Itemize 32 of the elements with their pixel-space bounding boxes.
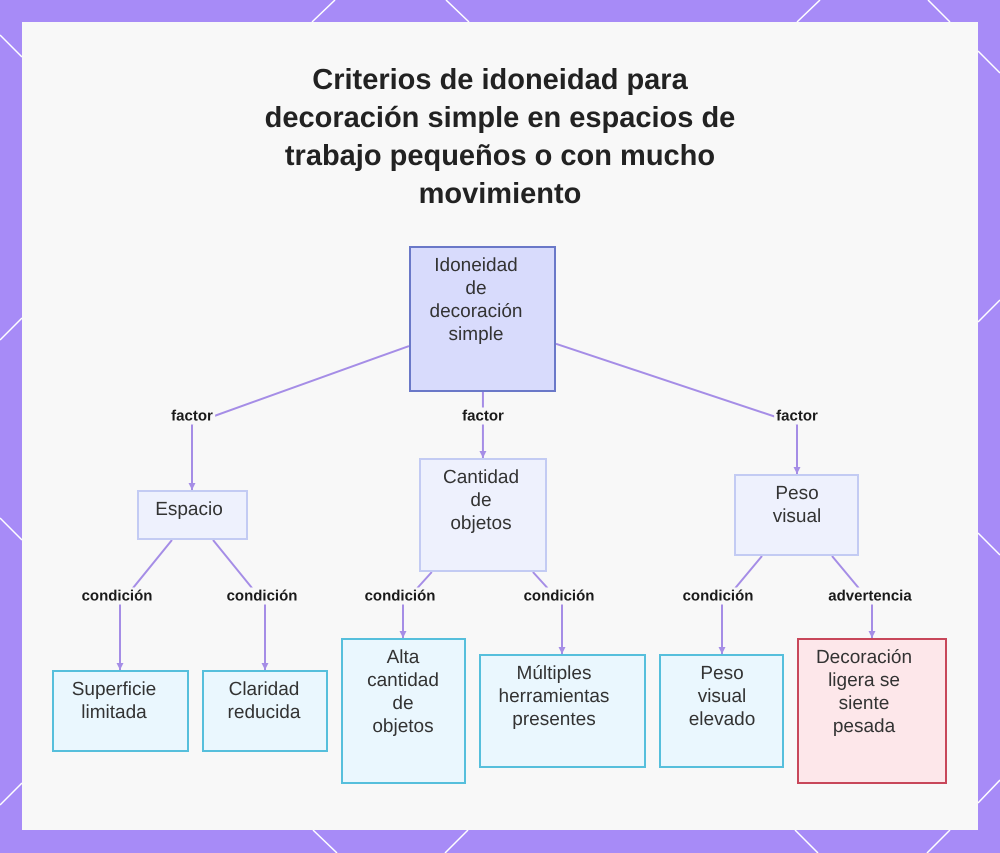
condition-box (659, 654, 784, 768)
connector-arrow (556, 342, 800, 474)
factor-box (419, 458, 547, 572)
factor-box (137, 490, 248, 540)
root-concept-box (409, 246, 556, 392)
condition-box (479, 654, 646, 768)
node-label: Alta cantidad de objetos (366, 646, 440, 738)
edge-label: advertencia (826, 588, 914, 604)
edge-label: factor (774, 408, 820, 424)
node-label: Múltiples herramientas presentes (498, 662, 610, 731)
connector-arrow (188, 345, 410, 490)
warning-box (797, 638, 947, 784)
condition-box (341, 638, 466, 784)
node-label: Cantidad de objetos (442, 466, 520, 535)
condition-box (52, 670, 189, 752)
node-label: Idoneidad de decoración simple (428, 254, 524, 346)
node-label: Claridad reducida (226, 678, 302, 724)
node-label: Peso visual (772, 482, 822, 528)
node-label: Decoración ligera se siente pesada (814, 646, 914, 738)
edge-label: factor (169, 408, 215, 424)
edge-label: factor (460, 408, 506, 424)
diagram-title: Criterios de idoneidad para decoración simple en espacios de trabajo pequeños o con mucho movimiento (264, 63, 736, 212)
edge-label: condición (224, 588, 300, 604)
edge-label: condición (522, 588, 596, 604)
edge-label: condición (80, 588, 154, 604)
edge-label: condición (680, 588, 756, 604)
factor-box (734, 474, 859, 556)
node-label: Superficie limitada (70, 678, 158, 724)
node-label: Peso visual elevado (688, 662, 756, 731)
edge-label: condición (362, 588, 438, 604)
condition-box (202, 670, 328, 752)
node-label: Espacio (154, 498, 224, 521)
